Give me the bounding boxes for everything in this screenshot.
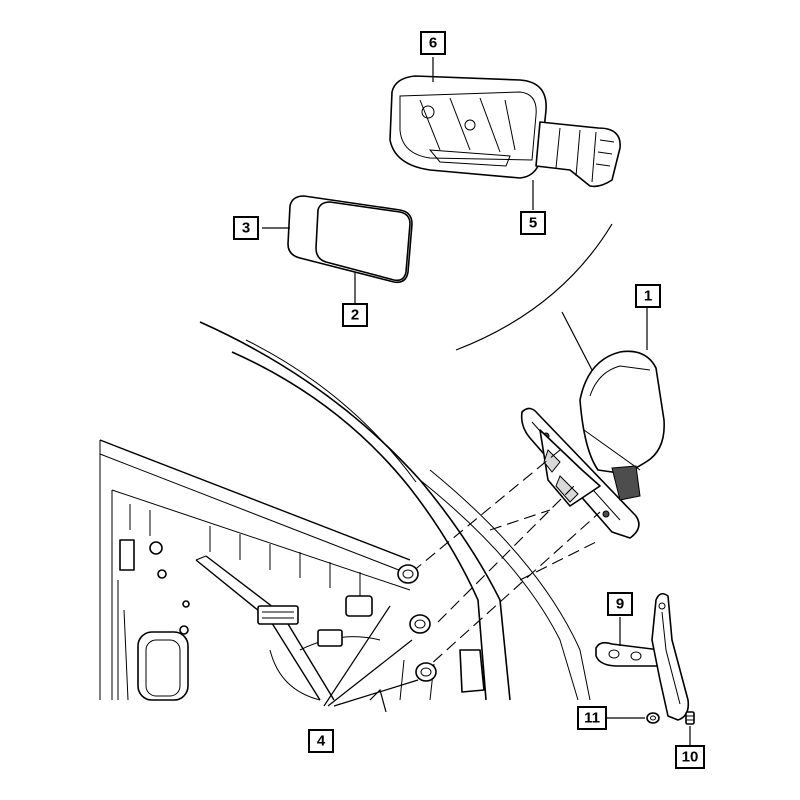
alignment-line-2 — [437, 485, 575, 623]
callout-2: 2 — [342, 303, 368, 327]
callout-9: 9 — [607, 592, 633, 616]
svg-text:10: 10 — [682, 749, 699, 766]
nut-lower — [415, 662, 437, 682]
svg-text:11: 11 — [584, 710, 600, 727]
assembly-leader — [561, 311, 593, 371]
callout-6: 6 — [420, 31, 446, 55]
small-screw — [685, 711, 695, 725]
svg-text:4: 4 — [317, 733, 326, 750]
small-nut — [646, 712, 660, 724]
bracket-assembly — [595, 592, 690, 721]
callout-11: 11 — [577, 706, 607, 730]
assembly-arc — [455, 223, 613, 351]
callout-1: 1 — [635, 284, 661, 308]
svg-text:2: 2 — [351, 307, 359, 324]
nut-middle — [409, 614, 431, 634]
mirror-assembly — [520, 350, 665, 539]
callout-4: 4 — [308, 729, 334, 753]
svg-text:1: 1 — [644, 288, 652, 305]
mounting-nuts — [397, 564, 437, 682]
callout-5: 5 — [520, 211, 546, 235]
alignment-line-3 — [419, 511, 601, 675]
svg-text:3: 3 — [242, 220, 250, 237]
mirror-housing-assembly — [389, 75, 621, 188]
alignment-line-4 — [489, 509, 551, 531]
callout-3: 3 — [233, 216, 259, 240]
callout-10: 10 — [675, 745, 705, 769]
leader-4 — [323, 605, 419, 713]
alignment-line-1 — [411, 449, 561, 573]
alignment-line-5 — [519, 539, 601, 581]
svg-text:5: 5 — [529, 215, 537, 232]
door-frame — [99, 321, 591, 701]
svg-text:6: 6 — [429, 35, 437, 52]
mirror-glass — [287, 195, 413, 284]
nut-upper — [397, 564, 419, 584]
svg-text:9: 9 — [616, 596, 624, 613]
